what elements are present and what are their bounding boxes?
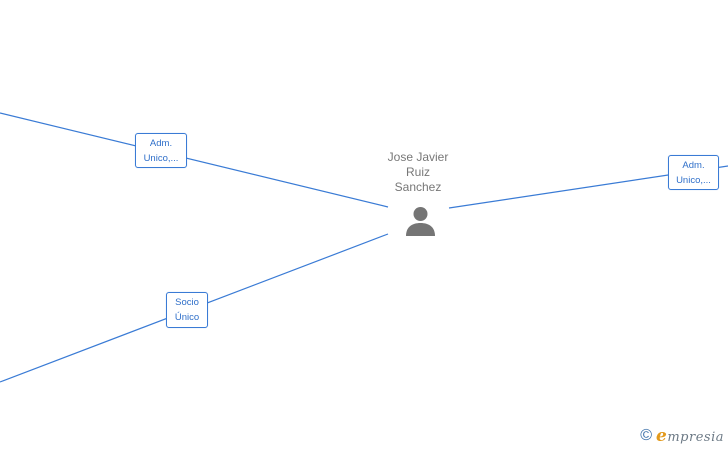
footer-branding: © empresia xyxy=(640,426,724,446)
relation-label-adm-right[interactable]: Adm. Unico,... xyxy=(668,155,719,190)
person-name-line: Jose Javier xyxy=(387,150,449,164)
relation-label-line: Adm. xyxy=(682,160,705,171)
edge-left-upper xyxy=(0,112,389,208)
relation-label-line: Adm. xyxy=(149,138,173,149)
relation-label-socio[interactable]: Socio Único xyxy=(166,292,208,328)
relation-label-line: Único xyxy=(174,312,200,323)
relation-label-line: Socio xyxy=(175,297,199,308)
brand-logo-rest: mpresia xyxy=(667,430,724,445)
brand-logo-initial: e xyxy=(656,426,668,446)
person-name-line: Sanchez xyxy=(394,180,442,194)
brand-logo[interactable]: empresia xyxy=(656,426,724,446)
relation-label-line: Unico,... xyxy=(676,175,711,186)
copyright-icon: © xyxy=(640,427,653,444)
person-icon[interactable] xyxy=(404,205,437,237)
relation-label-line: Unico,... xyxy=(143,153,179,164)
person-name[interactable]: Jose Javier Ruiz Sanchez xyxy=(368,150,468,195)
person-name-line: Ruiz xyxy=(405,165,430,179)
relation-label-adm-left[interactable]: Adm. Unico,... xyxy=(135,133,187,168)
